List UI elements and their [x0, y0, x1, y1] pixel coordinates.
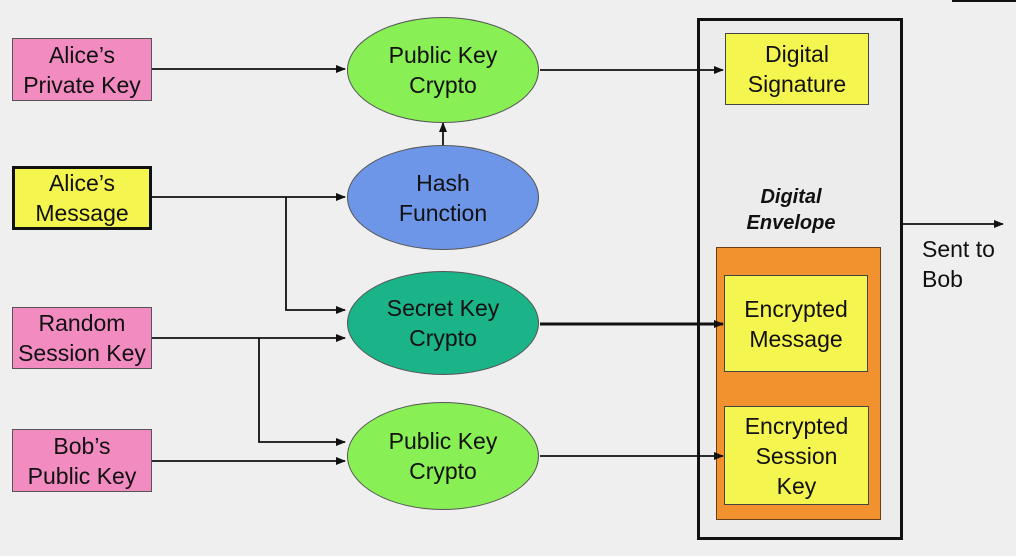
- top-edge-line: [952, 0, 1016, 2]
- digital-signature-line-1: Digital: [765, 41, 829, 67]
- public-key-crypto-bottom-line-1: Public Key: [388, 428, 498, 454]
- public-key-crypto-top-line-1: Public Key: [388, 42, 498, 68]
- secret-key-crypto-line-1: Secret Key: [386, 295, 500, 321]
- encrypted-session-key-box: Encrypted Session Key: [724, 406, 869, 505]
- secret-key-crypto-line-2: Crypto: [409, 325, 477, 351]
- digital-signature-line-2: Signature: [747, 71, 847, 97]
- bob-public-key-box: Bob’s Public Key: [12, 429, 152, 492]
- envelope-label-line-2: Envelope: [746, 212, 836, 234]
- alice-message-box: Alice’s Message: [12, 166, 152, 230]
- bob-public-key-line-2: Public Key: [27, 462, 137, 489]
- alice-message-line-1: Alice’s: [48, 170, 116, 196]
- public-key-crypto-bottom-line-2: Crypto: [409, 458, 477, 484]
- hash-function-line-1: Hash: [416, 169, 470, 196]
- sent-to-bob-label: Sent to Bob: [922, 234, 1014, 294]
- digital-envelope-label: Digital Envelope: [716, 184, 866, 236]
- envelope-label-line-1: Digital: [760, 186, 822, 208]
- hash-function-line-2: Function: [398, 199, 488, 226]
- encrypted-message-line-2: Message: [749, 325, 843, 352]
- bob-public-key-line-1: Bob’s: [53, 432, 111, 459]
- alice-message-line-2: Message: [35, 200, 129, 226]
- random-session-key-box: Random Session Key: [12, 307, 152, 369]
- encrypted-message-box: Encrypted Message: [724, 275, 868, 372]
- alice-private-key-box: Alice’s Private Key: [12, 38, 152, 101]
- encrypted-message-line-1: Encrypted: [744, 295, 848, 322]
- hash-function: Hash Function: [347, 145, 539, 250]
- secret-key-crypto: Secret Key Crypto: [347, 271, 539, 375]
- random-session-key-line-2: Session Key: [18, 340, 146, 366]
- arrow-session-key-to-public-crypto: [258, 338, 346, 446]
- encrypted-session-key-line-1: Encrypted: [744, 412, 849, 439]
- random-session-key-line-1: Random: [38, 310, 126, 336]
- sent-to-line-1: Sent to: [922, 236, 995, 262]
- digital-signature-box: Digital Signature: [725, 33, 869, 105]
- alice-private-key-line-1: Alice’s: [48, 41, 116, 68]
- encrypted-session-key-line-2: Session: [755, 442, 838, 469]
- public-key-crypto-bottom: Public Key Crypto: [347, 402, 539, 510]
- sent-to-line-2: Bob: [922, 266, 963, 292]
- alice-private-key-line-2: Private Key: [23, 71, 141, 98]
- public-key-crypto-top-line-2: Crypto: [409, 72, 477, 98]
- arrow-message-to-secret-crypto: [285, 197, 346, 314]
- public-key-crypto-top: Public Key Crypto: [347, 17, 539, 123]
- encrypted-session-key-line-3: Key: [776, 472, 817, 499]
